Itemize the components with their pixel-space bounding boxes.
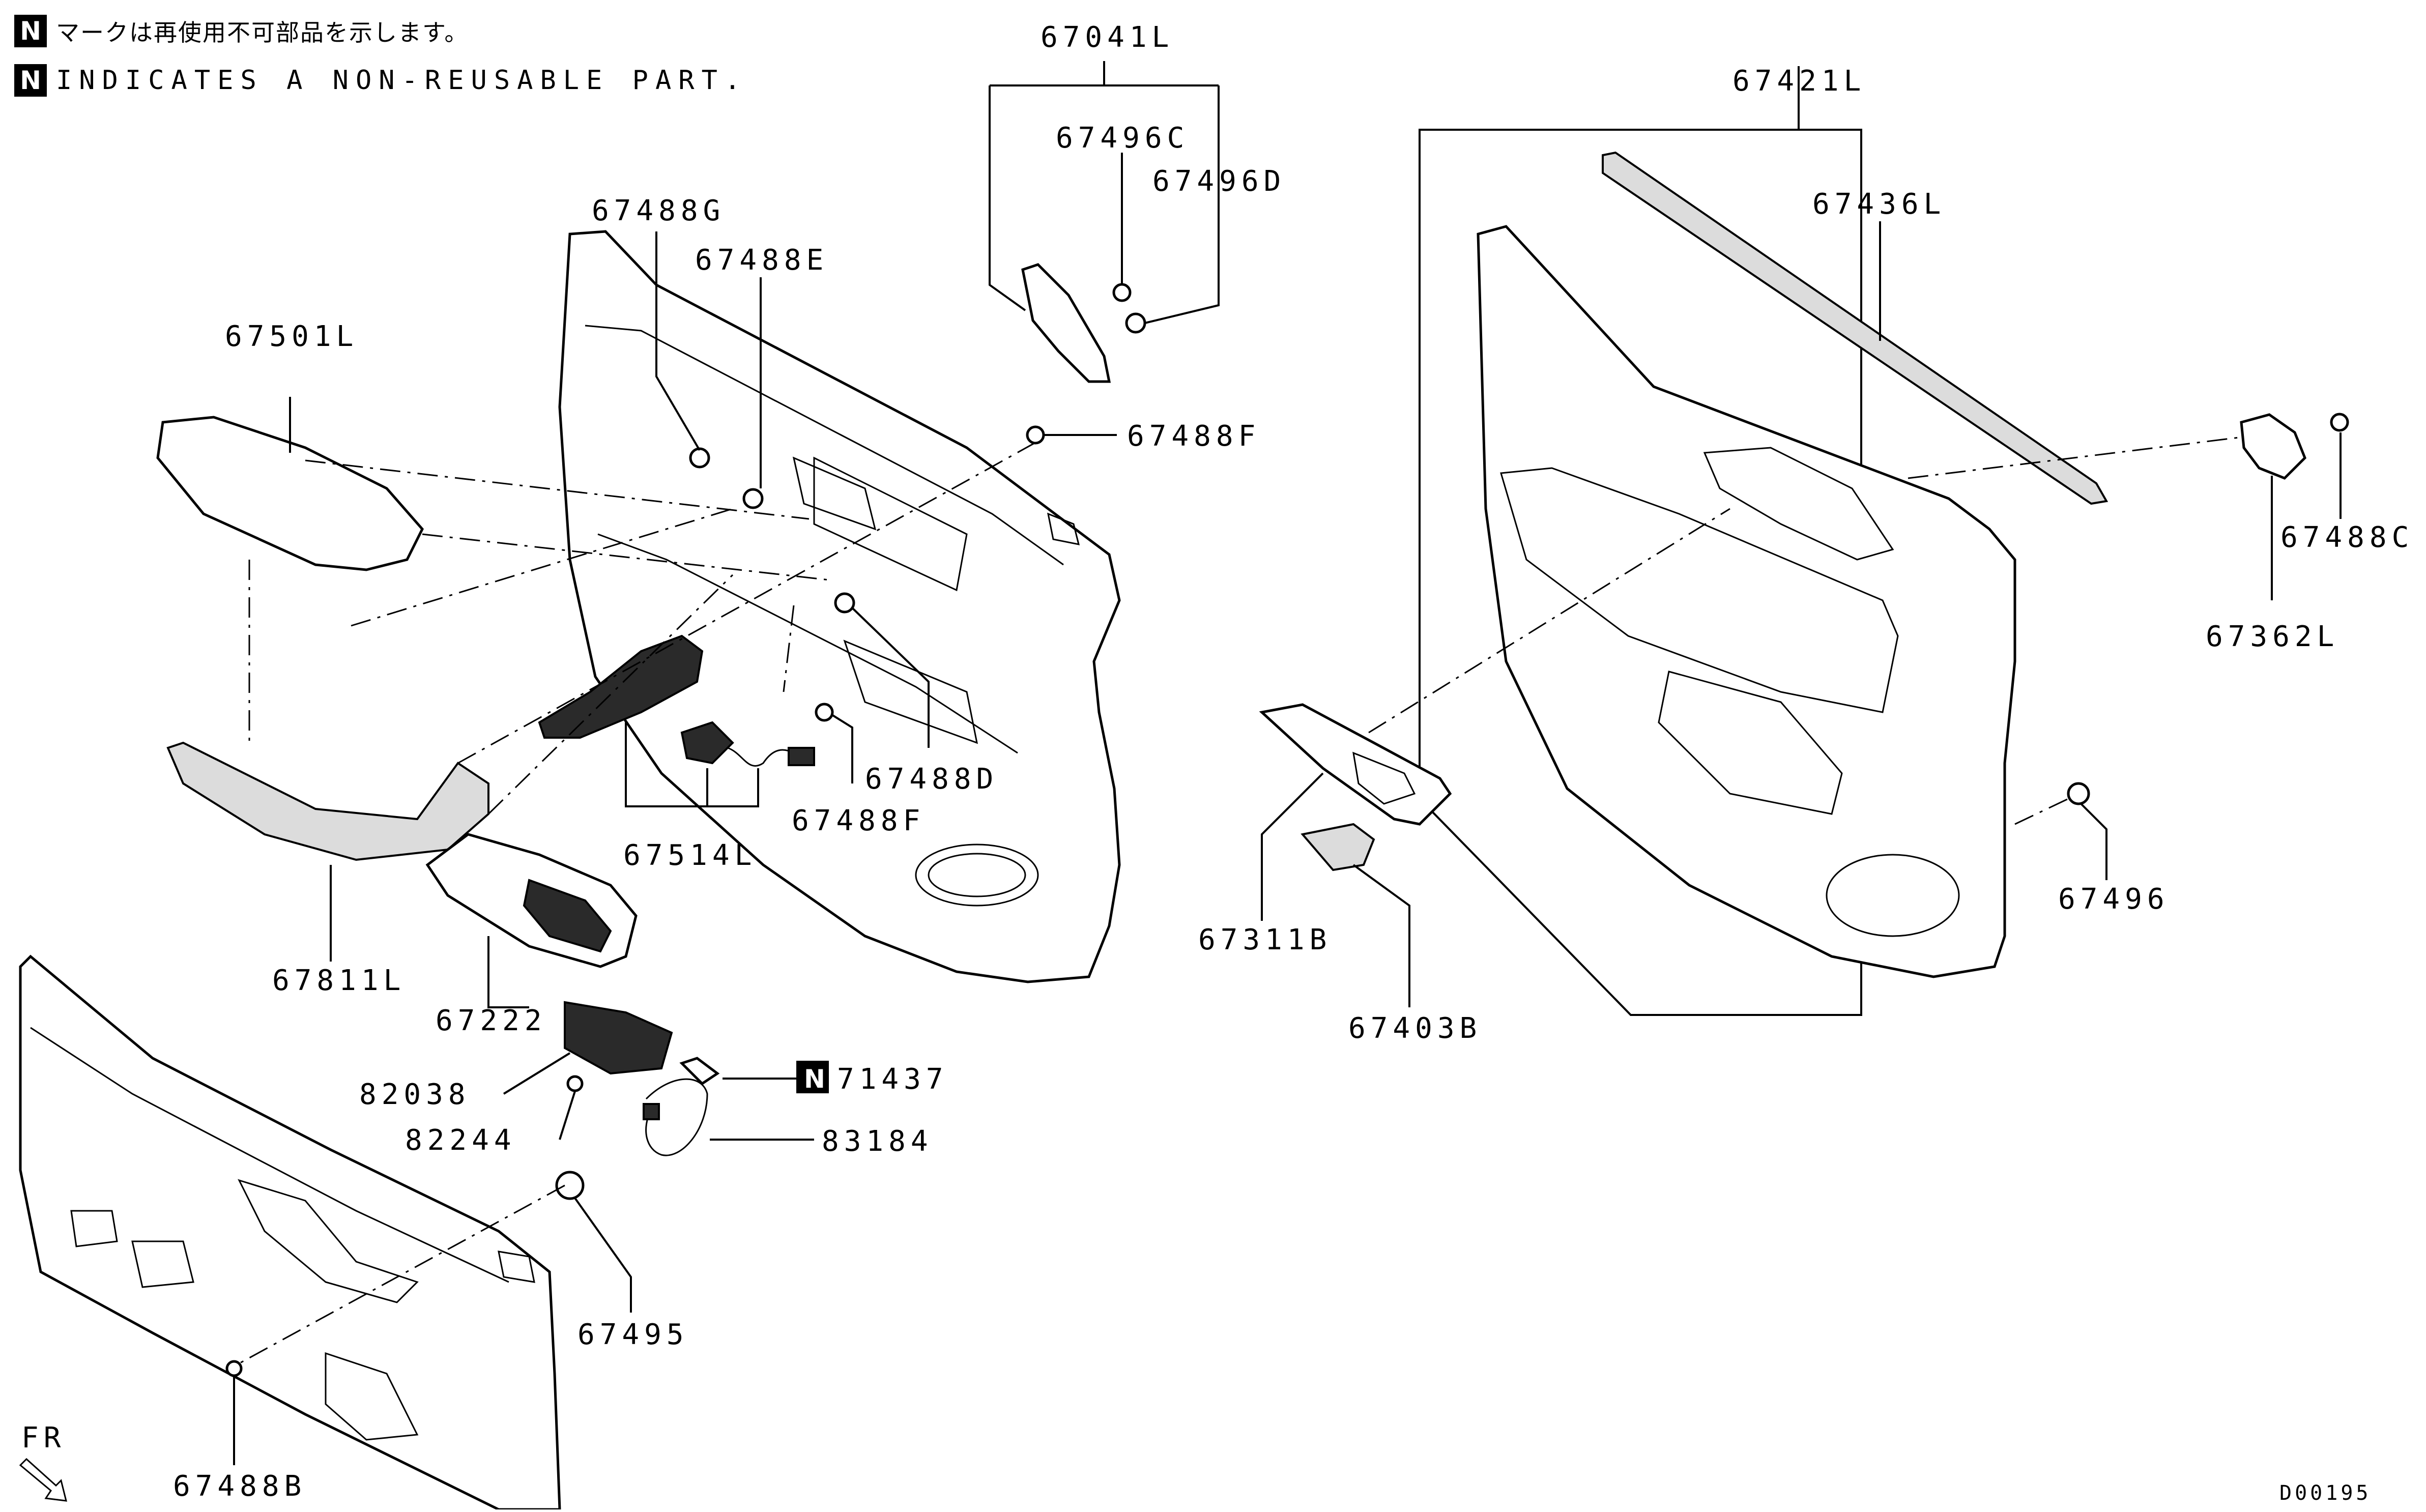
clip-67496-shape [2067,782,2090,805]
armrest-67501L-shape [156,416,424,571]
clip-67496D-shape [1125,312,1146,334]
front-arrow-icon [19,1458,67,1502]
label-67811L: 67811L [272,964,406,997]
label-67403B: 67403B [1348,1012,1482,1045]
harness-connector-shape [643,1103,660,1120]
non-reusable-n-icon: N [14,15,47,47]
clip-67488D-shape [834,592,855,614]
assembly-67421L-box [1419,129,1862,1016]
screw-67488C-shape [2330,413,2349,432]
label-67488G: 67488G [592,194,725,227]
clip-67495-shape [555,1171,585,1200]
clip-67488F-low-shape [815,703,834,722]
notice-english-text: INDICATES A NON-REUSABLE PART. [56,65,748,96]
pull-handle-bracket-shape [538,634,704,739]
label-82244: 82244 [405,1124,516,1157]
label-67311B: 67311B [1198,923,1332,956]
label-67421L: 67421L [1732,65,1866,98]
harness-67514L-plug-shape [788,747,815,766]
door-trim-assembly-67421L-shape [1477,225,2016,978]
cover-67403B-shape [1301,823,1375,871]
label-67501L: 67501L [225,320,358,353]
label-67362L: 67362L [2206,620,2339,653]
label-71437: 71437 [837,1063,948,1096]
armrest-base-67811L-shape [166,741,489,861]
window-switch-82038-shape [564,1001,673,1075]
bracket-71437-shape [679,1057,720,1086]
part-labels: 67041L 67496C 67496D 67488G 67488E 67501… [173,21,2414,1503]
notice-english: N INDICATES A NON-REUSABLE PART. [14,64,747,97]
label-83184: 83184 [822,1125,933,1158]
label-67495: 67495 [577,1318,689,1351]
clip-67496C-shape [1112,283,1132,302]
non-reusable-marker-71437: N [796,1061,829,1094]
label-67488C: 67488C [2280,521,2414,554]
clip-67488E-shape [742,488,764,509]
switch-buttons-shape [523,879,612,953]
label-67496D: 67496D [1152,165,1286,198]
harness-67514L-wire [727,747,794,767]
corner-trim-67041L-shape [1021,263,1111,383]
notice-japanese: N マークは再使用不可部品を示します。 [14,14,469,48]
label-67222: 67222 [436,1004,547,1037]
notice-japanese-text: マークは再使用不可部品を示します。 [56,19,469,46]
front-direction-indicator: FR [19,1421,67,1502]
diagram-code: D00195 [2279,1481,2372,1505]
label-67488D: 67488D [865,763,998,796]
non-reusable-n-icon: N [14,64,47,97]
label-67488F-top: 67488F [1127,420,1260,453]
weatherstrip-67436L-shape [1602,151,2109,505]
assembly-guide-lines [239,437,2239,1364]
label-82038: 82038 [359,1078,471,1111]
clip-67488G-shape [689,447,710,469]
label-67436L: 67436L [1812,188,1946,221]
inside-handle-67362L-shape [2240,413,2306,480]
leader-lines [233,61,2342,1465]
clip-67488B-shape [225,1360,243,1377]
label-67488B: 67488B [173,1470,306,1503]
label-67488E: 67488E [695,244,828,277]
front-direction-label: FR [21,1421,66,1455]
clip-82244-shape [566,1075,584,1092]
harness-67514L-connector-shape [680,721,734,765]
door-panel-lower-view-drawing [19,954,561,1511]
non-reusable-n-icon: N [804,1064,825,1094]
label-67041L: 67041L [1041,21,1174,54]
clip-67488F-top-shape [1026,425,1045,445]
label-67496C: 67496C [1056,122,1189,155]
harness-83184-shape [645,1078,708,1156]
label-67488F-lower: 67488F [792,804,925,837]
label-67496: 67496 [2058,883,2170,916]
label-67514L: 67514L [623,839,757,872]
